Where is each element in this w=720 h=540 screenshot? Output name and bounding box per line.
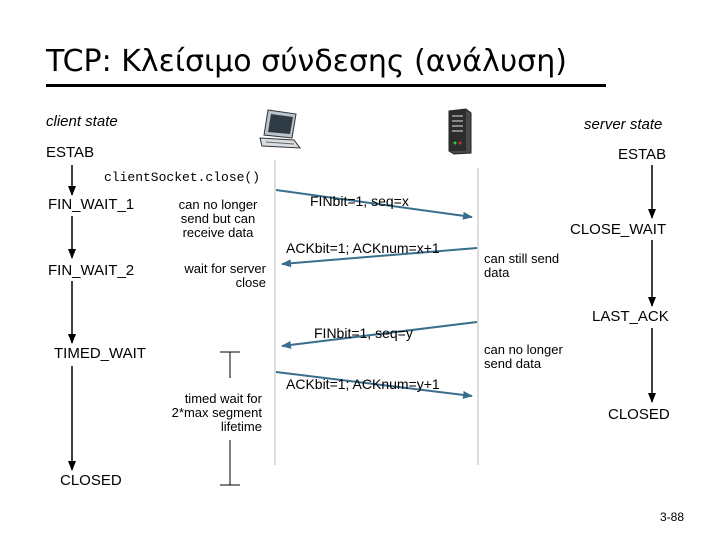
fin-x-arrow	[275, 189, 473, 220]
server-state-estab: ESTAB	[618, 146, 667, 163]
server-state-last-ack: LAST_ACK	[592, 308, 669, 325]
client-state-fin-wait-1: FIN_WAIT_1	[48, 196, 135, 213]
client-state-header: client state	[46, 113, 118, 130]
title-underline	[46, 84, 606, 87]
msg-ack-y: ACKbit=1; ACKnum=y+1	[286, 376, 440, 392]
msg-fin-y: FINbit=1, seq=y	[314, 325, 413, 341]
fin-y-arrow	[281, 321, 478, 349]
client-state-fin-wait-2: FIN_WAIT_2	[48, 262, 135, 279]
msg-ack-x: ACKbit=1; ACKnum=x+1	[286, 240, 440, 256]
client-note-wait-close: wait for server close	[184, 261, 266, 290]
laptop-icon	[256, 108, 302, 157]
client-note-timed-wait: timed wait for 2*max segment lifetime	[171, 391, 262, 434]
server-state-close-wait: CLOSE_WAIT	[570, 221, 667, 238]
server-state-header: server state	[584, 116, 663, 133]
client-socket-close-call: clientSocket.close()	[104, 170, 261, 185]
ack-x-arrow	[281, 247, 478, 268]
client-note-no-send: can no longer send but can receive data	[178, 197, 258, 240]
server-note-no-send: can no longer send data	[484, 342, 563, 371]
page-number: 3-88	[660, 510, 685, 524]
server-note-can-send: can still send data	[484, 251, 560, 280]
msg-fin-x: FINbit=1, seq=x	[310, 193, 409, 209]
ack-y-arrow	[275, 371, 473, 399]
client-state-closed: CLOSED	[60, 472, 122, 489]
client-state-timed-wait: TIMED_WAIT	[54, 345, 146, 362]
client-state-estab: ESTAB	[46, 144, 95, 161]
server-state-closed: CLOSED	[608, 406, 670, 423]
server-tower-icon	[446, 107, 474, 160]
slide-title: TCP: Κλείσιμο σύνδεσης (ανάλυση)	[46, 44, 567, 79]
